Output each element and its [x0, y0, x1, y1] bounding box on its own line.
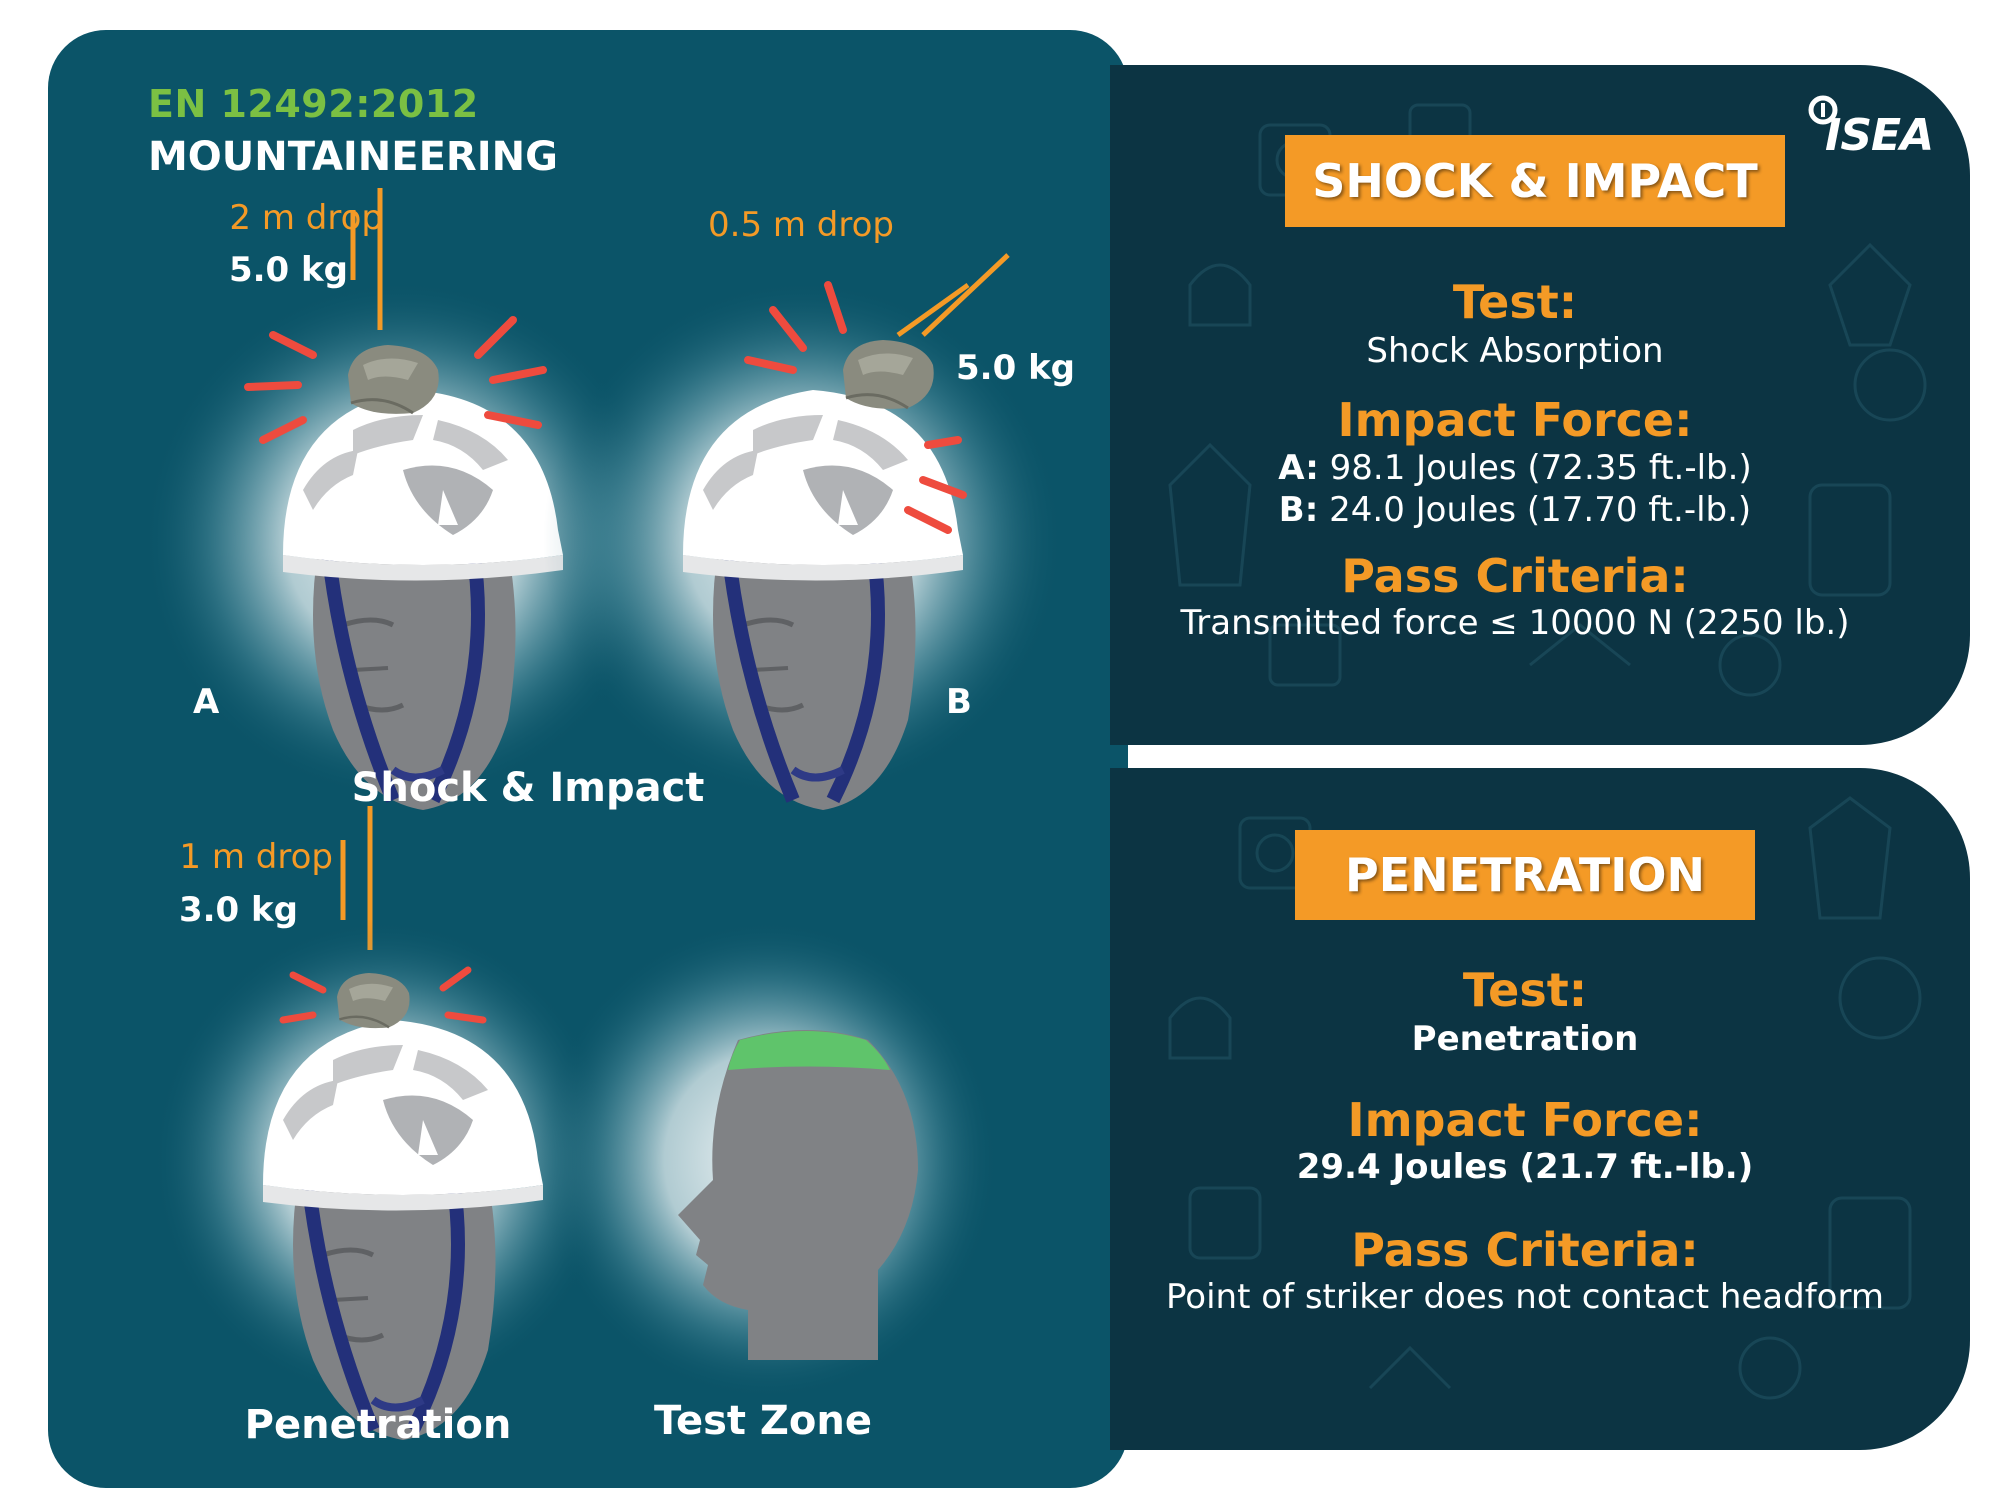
mass-penetration: 3.0 kg — [178, 890, 298, 930]
penetration-banner: PENETRATION — [1295, 830, 1755, 920]
shock-test-value: Shock Absorption — [1366, 331, 1664, 371]
label-b: B — [946, 682, 972, 722]
shock-impact-caption: Shock & Impact — [351, 765, 705, 811]
mass-b: 5.0 kg — [956, 348, 1076, 388]
drop-height-b: 0.5 m drop — [708, 205, 895, 245]
force-b-value: 24.0 Joules (17.70 ft.-lb.) — [1329, 490, 1752, 530]
pen-force-heading: Impact Force: — [1347, 1093, 1703, 1147]
test-zone-caption: Test Zone — [653, 1398, 873, 1444]
diagram-illustration — [143, 188, 1063, 1488]
shock-force-heading: Impact Force: — [1337, 393, 1693, 447]
drop-height-a: 2 m drop — [229, 198, 383, 238]
pen-pass-value: Point of striker does not contact headfo… — [1166, 1277, 1884, 1317]
penetration-card: PENETRATION Test: Penetration Impact For… — [1110, 768, 1970, 1450]
category-title: MOUNTAINEERING — [148, 134, 558, 180]
force-a-label: A: — [1278, 448, 1319, 488]
mass-a: 5.0 kg — [228, 250, 348, 290]
label-a: A — [193, 682, 220, 722]
isea-logo — [1808, 95, 1838, 125]
background-pattern — [1168, 796, 1922, 1400]
shock-pass-heading: Pass Criteria: — [1341, 549, 1689, 603]
pen-test-value: Penetration — [1411, 1019, 1639, 1059]
standard-code: EN 12492:2012 — [148, 82, 479, 126]
drop-height-penetration: 1 m drop — [179, 837, 333, 877]
pen-force-value: 29.4 Joules (21.7 ft.-lb.) — [1296, 1147, 1754, 1187]
shock-test-heading: Test: — [1452, 275, 1578, 329]
force-b-label: B: — [1278, 490, 1319, 530]
test-zone-headform — [678, 1030, 918, 1360]
penetration-caption: Penetration — [244, 1402, 512, 1448]
shock-impact-card: ISEA SHOCK & IMPACT Test: Shock Absorpti… — [1110, 65, 1970, 745]
shock-impact-banner: SHOCK & IMPACT — [1285, 135, 1785, 227]
pen-pass-heading: Pass Criteria: — [1351, 1223, 1699, 1277]
diagram-panel: EN 12492:2012 MOUNTAINEERING 2 m drop 5.… — [48, 30, 1128, 1488]
isea-logo-text: ISEA — [1825, 110, 1934, 161]
shock-pass-value: Transmitted force ≤ 10000 N (2250 lb.) — [1180, 603, 1850, 643]
pen-test-heading: Test: — [1462, 963, 1588, 1017]
force-a-value: 98.1 Joules (72.35 ft.-lb.) — [1329, 448, 1752, 488]
